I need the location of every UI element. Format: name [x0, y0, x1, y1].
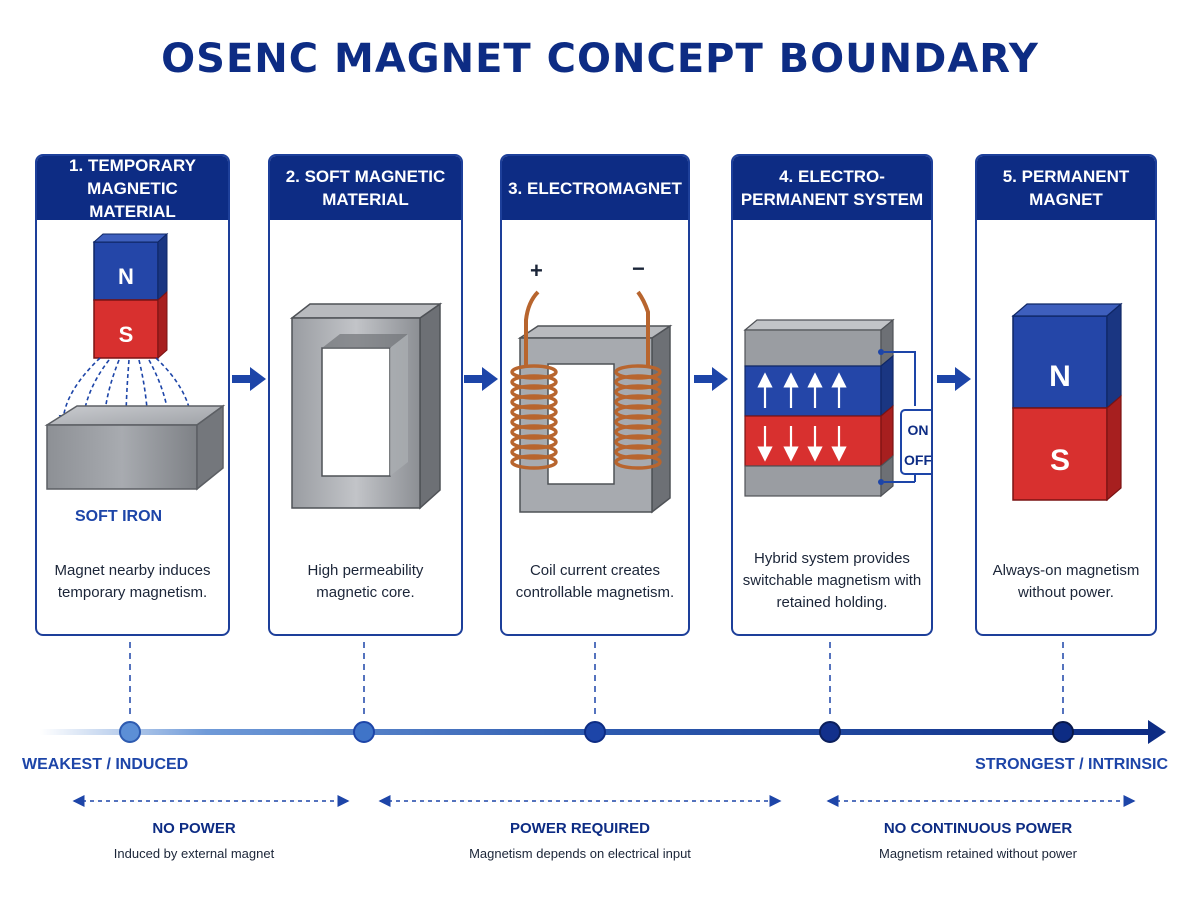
scale-marker — [584, 721, 606, 743]
scale-marker — [1052, 721, 1074, 743]
plus-terminal-label: + — [530, 258, 543, 283]
on-off-switch — [900, 409, 931, 475]
zone-subtitle: Magnetism retained without power — [879, 846, 1077, 861]
card-temporary-magnetic-material: 1. TEMPORARY MAGNETIC MATERIAL N S SOFT … — [35, 154, 230, 636]
north-pole-block — [93, 241, 159, 301]
zone-title: POWER REQUIRED — [509, 820, 650, 837]
flow-arrow-icon — [464, 367, 498, 391]
south-pole-label: S — [118, 322, 134, 347]
zone-subtitle: Magnetism depends on electrical input — [469, 846, 691, 861]
left-coil — [510, 364, 558, 470]
card-title: 3. ELECTROMAGNET — [502, 156, 688, 220]
card-description: Always-on magnetism without power. — [992, 562, 1140, 601]
scale-marker — [353, 721, 375, 743]
card-soft-magnetic-material: 2. SOFT MAGNETIC MATERIAL High permeabil… — [268, 154, 463, 636]
scale-marker — [819, 721, 841, 743]
right-coil — [614, 364, 662, 470]
negative-lead — [636, 290, 650, 368]
switch-off-label: OFF — [904, 452, 932, 468]
zone-title: NO POWER — [152, 820, 236, 837]
magnetic-core-illustration — [289, 302, 443, 510]
card-description: Hybrid system provides switchable magnet… — [742, 550, 922, 611]
card-description: Magnet nearby induces temporary magnetis… — [54, 562, 211, 601]
zone-subtitle: Induced by external magnet — [113, 846, 275, 861]
card-connectors — [129, 642, 1064, 718]
card-description: Coil current creates controllable magnet… — [515, 562, 675, 601]
minus-terminal-label: − — [632, 256, 645, 281]
soft-iron-illustration — [44, 232, 226, 491]
zone-title: NO CONTINUOUS POWER — [883, 820, 1073, 837]
card-description: High permeability magnetic core. — [307, 562, 424, 601]
page-title: OSENC MAGNET CONCEPT BOUNDARY — [161, 36, 1039, 82]
south-pole-block — [1012, 407, 1108, 501]
switch-on-label: ON — [907, 422, 929, 438]
card-electromagnet: 3. ELECTROMAGNET + − Coil current create… — [500, 154, 690, 636]
card-electro-permanent-system: 4. ELECTRO-PERMANENT SYSTEM — [731, 154, 933, 636]
electromagnet-illustration — [510, 290, 673, 514]
scale-arrowhead-icon — [1148, 720, 1166, 744]
scale-right-label: STRONGEST / INTRINSIC — [975, 756, 1168, 773]
card-permanent-magnet: 5. PERMANENT MAGNET N S Always-on magnet… — [975, 154, 1157, 636]
scale-left-label: WEAKEST / INDUCED — [22, 756, 189, 773]
soft-iron-label: SOFT IRON — [75, 508, 163, 525]
card-title: 5. PERMANENT MAGNET — [977, 156, 1155, 220]
card-title: 2. SOFT MAGNETIC MATERIAL — [270, 156, 461, 220]
up-arrows — [757, 372, 847, 408]
flow-arrow-icon — [694, 367, 728, 391]
south-pole-block — [93, 299, 159, 359]
flow-arrow-icon — [937, 367, 971, 391]
permanent-magnet-illustration — [1011, 302, 1123, 502]
flow-arrow-icon — [232, 367, 266, 391]
north-pole-label: N — [118, 264, 134, 289]
card-title: 4. ELECTRO-PERMANENT SYSTEM — [733, 156, 931, 220]
positive-lead — [524, 290, 540, 368]
electro-permanent-illustration — [743, 318, 931, 498]
card-title: 1. TEMPORARY MAGNETIC MATERIAL — [37, 156, 228, 221]
north-pole-label: N — [1049, 360, 1071, 393]
scale-marker — [119, 721, 141, 743]
down-arrows — [757, 426, 847, 462]
south-pole-label: S — [1049, 444, 1070, 477]
